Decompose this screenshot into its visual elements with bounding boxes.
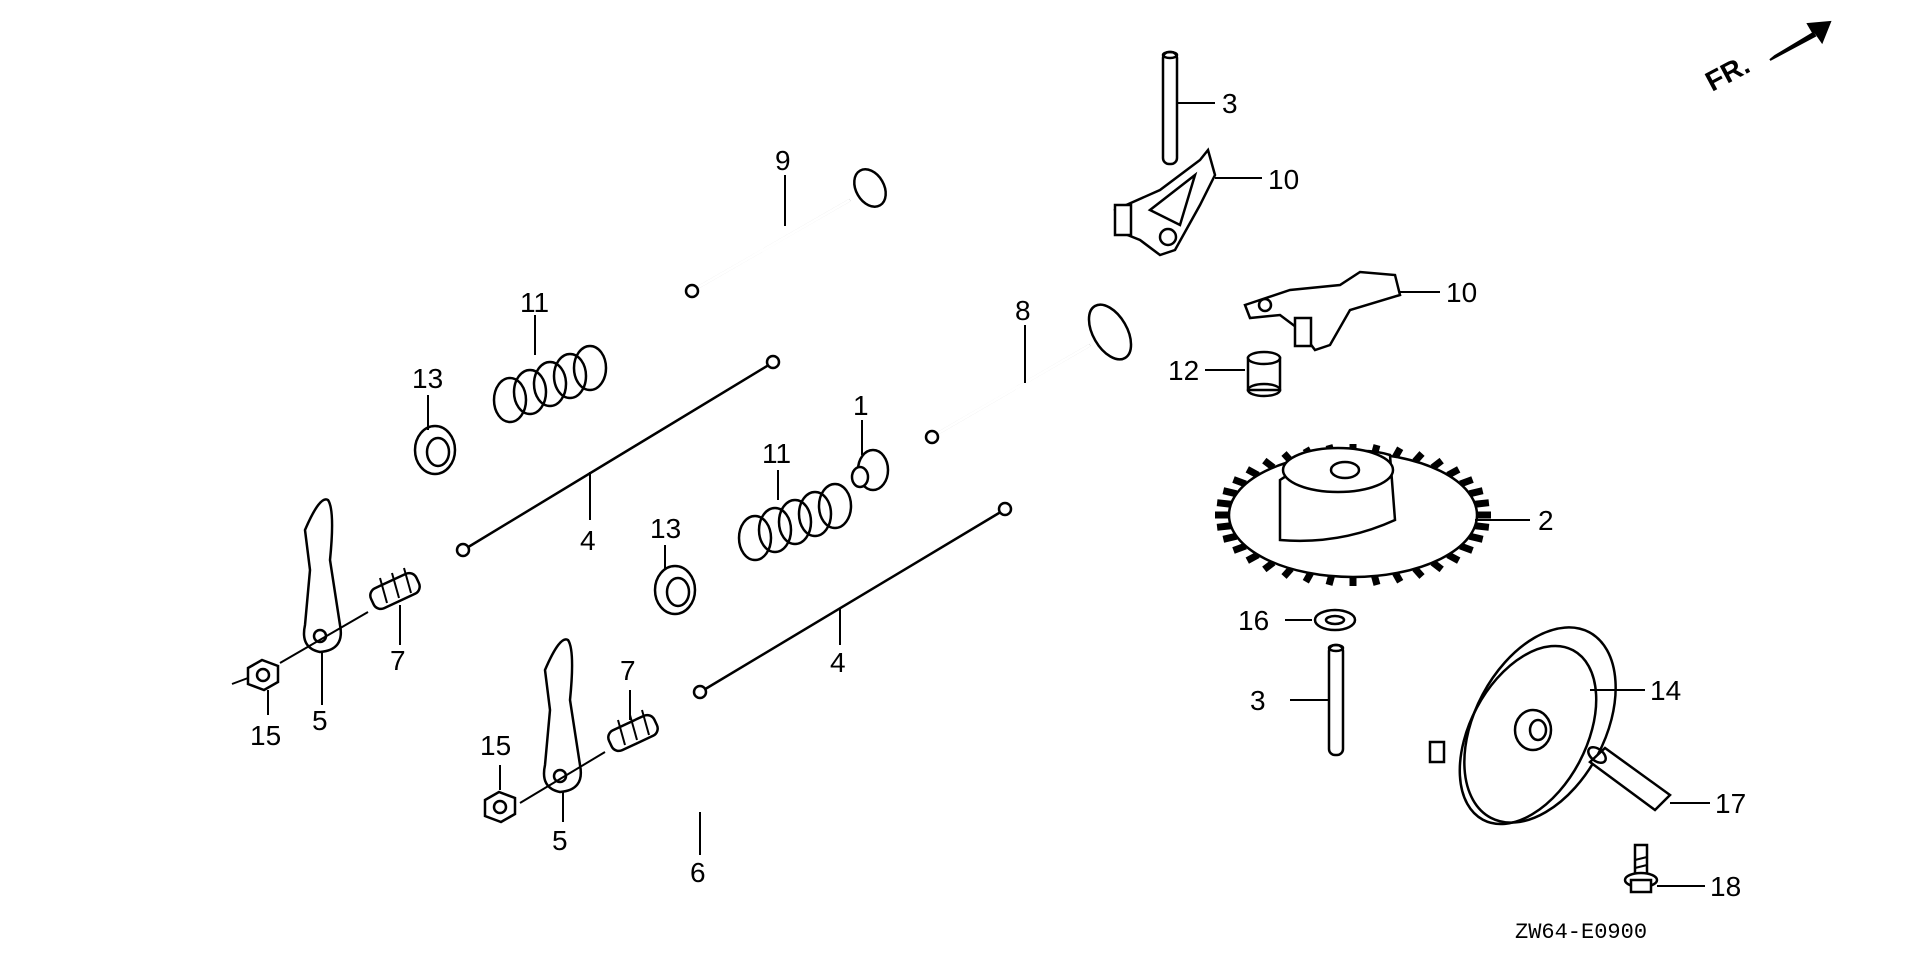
gear-tooth bbox=[1262, 559, 1276, 573]
part-shaft-top bbox=[1161, 50, 1215, 166]
callout-14: 14 bbox=[1650, 675, 1681, 706]
callout-13-upper: 13 bbox=[412, 363, 443, 394]
part-pivot-adjuster-upper bbox=[369, 567, 421, 645]
callout-2: 2 bbox=[1538, 505, 1554, 536]
callout-10-lower: 10 bbox=[1446, 277, 1477, 308]
gear-tooth bbox=[1412, 566, 1425, 579]
front-direction-marker: FR. bbox=[1700, 20, 1832, 98]
part-spring-retainer-upper bbox=[413, 395, 457, 476]
gear-tooth bbox=[1262, 457, 1276, 471]
part-valve-spring-lower bbox=[737, 470, 853, 562]
callout-11-lower: 11 bbox=[762, 438, 791, 469]
gear-tooth bbox=[1468, 487, 1484, 498]
callout-15-upper: 15 bbox=[250, 720, 281, 751]
callout-18: 18 bbox=[1710, 871, 1741, 902]
gear-tooth bbox=[1459, 476, 1474, 488]
callout-9: 9 bbox=[775, 145, 791, 176]
gear-tooth bbox=[1459, 542, 1474, 554]
callout-12: 12 bbox=[1168, 355, 1199, 386]
part-nut-upper bbox=[231, 658, 280, 715]
gear-tooth bbox=[1216, 499, 1232, 508]
callout-8: 8 bbox=[1015, 295, 1031, 326]
callout-10-upper: 10 bbox=[1268, 164, 1299, 195]
part-pivot-adjuster-lower bbox=[607, 690, 659, 753]
gear-tooth bbox=[1392, 446, 1404, 459]
gear-tooth bbox=[1446, 466, 1461, 479]
part-exhaust-valve bbox=[684, 168, 887, 299]
gear-tooth bbox=[1474, 522, 1490, 531]
gear-tooth bbox=[1232, 542, 1247, 554]
callout-4-lower: 4 bbox=[830, 647, 846, 678]
part-rocker-shaft bbox=[636, 769, 762, 855]
gear-tooth bbox=[1412, 451, 1425, 464]
gear-tooth bbox=[1232, 476, 1247, 488]
gear-tooth bbox=[1325, 575, 1335, 586]
callout-3-lower: 3 bbox=[1250, 685, 1266, 716]
callout-13-lower: 13 bbox=[650, 513, 681, 544]
part-rocker-lever-lower bbox=[519, 638, 606, 822]
gear-tooth bbox=[1245, 466, 1260, 479]
callout-5-lower: 5 bbox=[552, 825, 568, 856]
part-washer bbox=[1285, 608, 1357, 632]
gear-tooth bbox=[1430, 559, 1444, 573]
gear-tooth bbox=[1446, 551, 1461, 564]
part-spring-retainer-lower bbox=[653, 545, 697, 616]
part-valve-stem-seal bbox=[850, 420, 890, 492]
part-governor-plate bbox=[1428, 626, 1645, 826]
callout-1: 1 bbox=[853, 390, 869, 421]
gear-tooth bbox=[1371, 575, 1381, 586]
part-rocker-arm-upper bbox=[1113, 147, 1262, 257]
gear-teeth bbox=[1215, 444, 1491, 586]
part-flange-bolt bbox=[1623, 843, 1705, 894]
part-rocker-arm-lower bbox=[1243, 270, 1440, 352]
part-intake-valve bbox=[924, 303, 1133, 445]
gear-tooth bbox=[1222, 487, 1238, 498]
gear-tooth bbox=[1222, 532, 1238, 543]
gear-tooth bbox=[1468, 532, 1484, 543]
callout-15-lower: 15 bbox=[480, 730, 511, 761]
callout-3-top: 3 bbox=[1222, 88, 1238, 119]
part-push-rod-lower bbox=[692, 501, 1013, 700]
gear-tooth bbox=[1474, 499, 1490, 508]
callout-17: 17 bbox=[1715, 788, 1746, 819]
callout-6: 6 bbox=[690, 857, 706, 888]
front-direction-label: FR. bbox=[1700, 49, 1754, 98]
gear-tooth bbox=[1392, 571, 1404, 584]
callout-11-upper: 11 bbox=[520, 287, 549, 318]
gear-tooth bbox=[1302, 571, 1314, 584]
part-rocker-lever-upper bbox=[279, 498, 369, 705]
part-shaft-lower bbox=[1290, 643, 1345, 757]
callout-7-upper: 7 bbox=[390, 645, 406, 676]
gear-tooth bbox=[1216, 522, 1232, 531]
part-governor-shaft bbox=[1587, 745, 1710, 812]
part-collar bbox=[1205, 350, 1282, 398]
part-valve-spring-upper bbox=[492, 315, 608, 424]
callout-4-upper: 4 bbox=[580, 525, 596, 556]
front-arrow-icon bbox=[1769, 20, 1832, 61]
callout-7-lower: 7 bbox=[620, 655, 636, 686]
part-nut-lower bbox=[483, 765, 517, 824]
part-camshaft-gear bbox=[1215, 444, 1530, 586]
part-push-rod-upper bbox=[455, 354, 781, 558]
gear-tooth bbox=[1281, 566, 1294, 579]
diagram-code: ZW64-E0900 bbox=[1515, 920, 1647, 945]
callout-5-upper: 5 bbox=[312, 705, 328, 736]
gear-tooth bbox=[1430, 457, 1444, 471]
callout-16: 16 bbox=[1238, 605, 1269, 636]
gear-tooth bbox=[1245, 551, 1260, 564]
